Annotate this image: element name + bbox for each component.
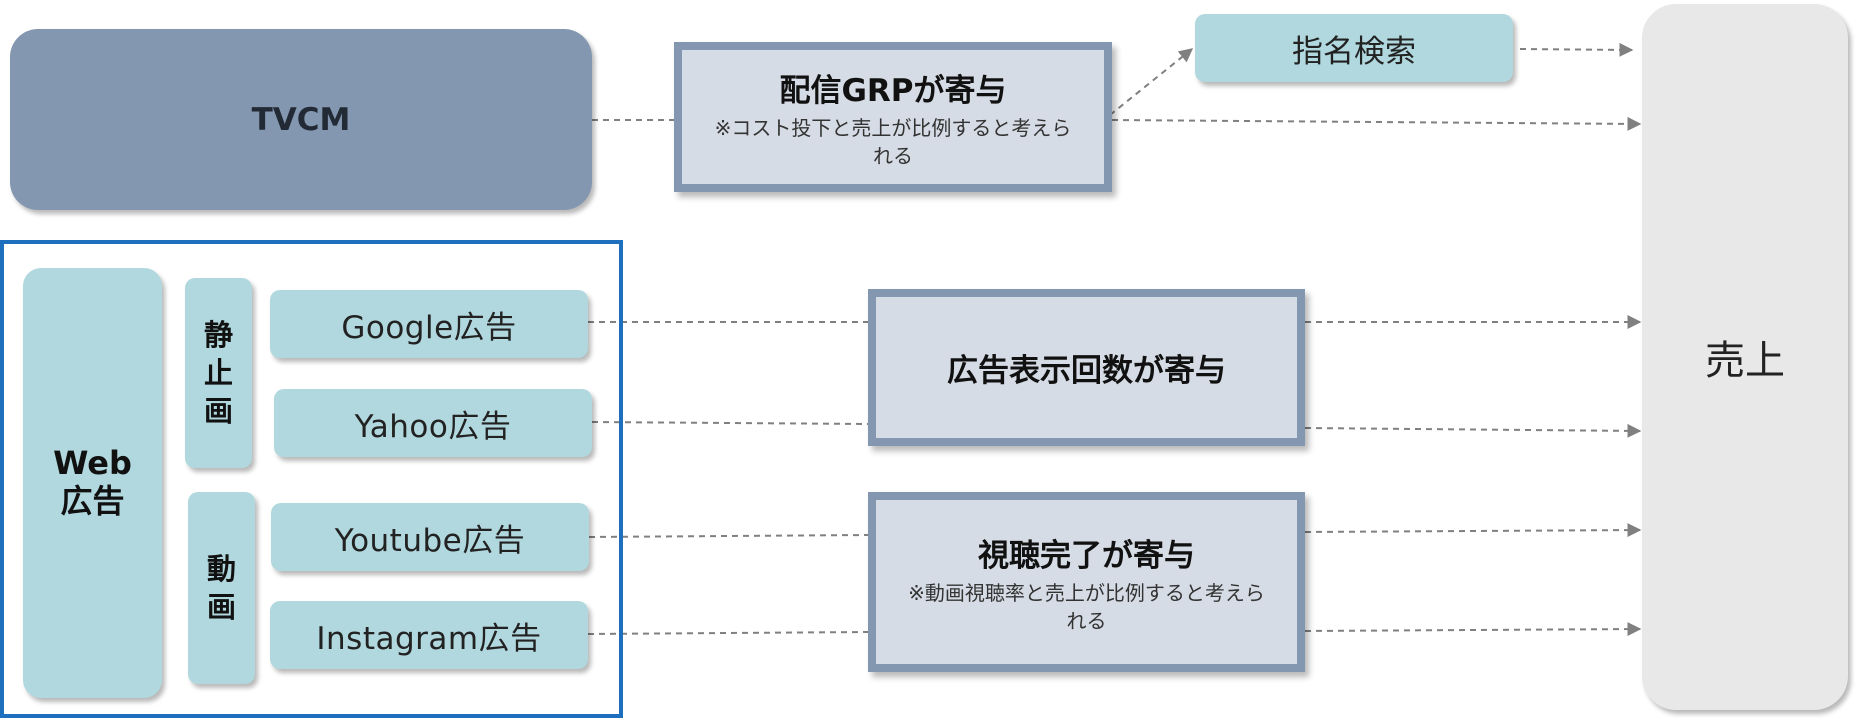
view-complete-contribution-title: 視聴完了が寄与 — [978, 537, 1195, 574]
google-ads-label: Google広告 — [341, 309, 517, 346]
tvcm-label: TVCM — [251, 101, 351, 138]
sales-node: 売上 — [1642, 4, 1848, 710]
yahoo-ads-label: Yahoo広告 — [354, 408, 512, 445]
youtube-ads-node: Youtube広告 — [271, 503, 589, 571]
arrow-grp-to-shimei — [1109, 48, 1194, 116]
view-complete-contribution-note: ※動画視聴率と売上が比例すると考えられる — [908, 580, 1265, 633]
impressions-contribution-title: 広告表示回数が寄与 — [947, 353, 1226, 389]
grp-contribution-node: 配信GRPが寄与 ※コスト投下と売上が比例すると考えられる — [674, 42, 1112, 192]
video-label: 動 画 — [206, 551, 236, 624]
instagram-ads-label: Instagram広告 — [316, 620, 542, 657]
google-ads-node: Google広告 — [270, 290, 588, 358]
yahoo-ads-node: Yahoo広告 — [274, 389, 592, 457]
connector-youtube-to-view — [588, 534, 869, 538]
arrow-impressions-to-sales-2 — [1304, 423, 1642, 438]
grp-contribution-note: ※コスト投下と売上が比例すると考えられる — [714, 115, 1072, 168]
branded-search-label: 指名検索 — [1292, 33, 1416, 70]
youtube-ads-label: Youtube広告 — [334, 522, 526, 559]
arrow-view-to-sales-1 — [1304, 523, 1642, 538]
arrow-grp-to-sales — [1111, 116, 1642, 131]
web-ads-group-frame — [0, 240, 623, 718]
still-image-category: 静 止 画 — [185, 278, 252, 468]
connector-yahoo-to-impressions — [591, 421, 869, 425]
view-complete-contribution-node: 視聴完了が寄与 ※動画視聴率と売上が比例すると考えられる — [868, 492, 1305, 672]
arrow-shimei-to-sales — [1519, 42, 1634, 57]
impressions-contribution-node: 広告表示回数が寄与 — [868, 289, 1305, 446]
connector-instagram-to-view — [587, 631, 869, 635]
instagram-ads-node: Instagram広告 — [270, 601, 588, 669]
web-ads-node: Web 広告 — [23, 268, 162, 698]
branded-search-node: 指名検索 — [1195, 14, 1513, 82]
arrow-view-to-sales-2 — [1304, 622, 1642, 637]
video-category: 動 画 — [188, 492, 255, 684]
grp-contribution-title: 配信GRPが寄与 — [779, 72, 1007, 109]
still-image-label: 静 止 画 — [203, 317, 233, 429]
tvcm-node: TVCM — [10, 29, 592, 210]
web-ads-label: Web 広告 — [53, 444, 132, 520]
sales-label: 売上 — [1705, 338, 1785, 384]
